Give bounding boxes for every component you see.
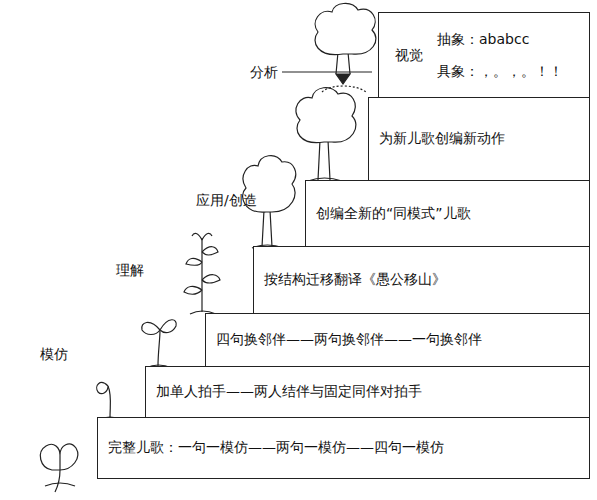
step-box: 创编全新的“同模式”儿歌 — [305, 180, 590, 247]
sprout-drawing — [97, 383, 122, 420]
stage-label: 应用/创造 — [196, 192, 257, 210]
step-box: 完整儿歌：一句一模仿——两句一模仿——四句一模仿 — [97, 417, 590, 479]
seedling-drawing — [142, 320, 177, 368]
step-text: 创编全新的“同模式”儿歌 — [306, 205, 471, 223]
step-box: 视觉抽象：ababcc 具象：，。，。！！ — [378, 12, 590, 98]
step-box: 四句换邻伴——两句换邻伴——一句换邻伴 — [205, 313, 590, 367]
step-text: 为新儿歌创编新动作 — [369, 130, 505, 148]
young-plant-drawing — [184, 233, 220, 314]
step-text: 四句换邻伴——两句换邻伴——一句换邻伴 — [206, 331, 482, 349]
seed-drawing — [40, 444, 77, 492]
tree-drawing — [296, 88, 356, 181]
step-text: 具象：，。，。！！ — [437, 63, 563, 81]
step-text: 完整儿歌：一句一模仿——两句一模仿——四句一模仿 — [98, 439, 444, 457]
stage-label: 模仿 — [40, 346, 68, 364]
stage-label: 分析 — [250, 64, 278, 82]
step-text: 视觉 — [395, 47, 423, 65]
step-text: 加单人拍手——两人结伴与固定同伴对拍手 — [146, 383, 422, 401]
step-text: 按结构迁移翻译《愚公移山》 — [254, 271, 446, 289]
step-box: 按结构迁移翻译《愚公移山》 — [253, 246, 590, 314]
big-tree-drawing — [282, 3, 376, 92]
step-text: 抽象：ababcc — [437, 31, 529, 49]
step-box: 加单人拍手——两人结伴与固定同伴对拍手 — [145, 366, 590, 418]
stage-label: 理解 — [116, 262, 144, 280]
step-box: 为新儿歌创编新动作 — [368, 97, 590, 181]
